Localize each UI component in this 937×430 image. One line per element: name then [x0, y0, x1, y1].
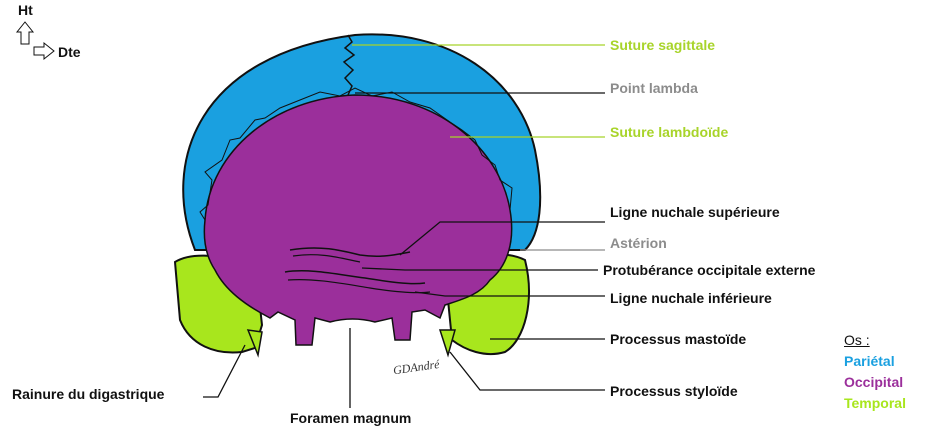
styloid-process-right [440, 330, 455, 355]
orientation-up-label: Ht [18, 2, 33, 18]
legend-item-parietal: Pariétal [844, 351, 906, 372]
up-arrow-icon [17, 22, 33, 44]
legend-item-occipital: Occipital [844, 372, 906, 393]
legend-title: Os : [844, 330, 906, 351]
label-processus-mastoide: Processus mastoïde [610, 331, 746, 347]
right-arrow-icon [34, 43, 54, 59]
label-suture-sagittale: Suture sagittale [610, 37, 715, 53]
label-ligne-nuchale-inferieure: Ligne nuchale inférieure [610, 290, 772, 306]
label-suture-lambdoide: Suture lambdoïde [610, 124, 728, 140]
label-asterion: Astérion [610, 235, 667, 251]
label-ligne-nuchale-superieure: Ligne nuchale supérieure [610, 204, 780, 220]
label-point-lambda: Point lambda [610, 80, 698, 96]
legend-item-temporal: Temporal [844, 393, 906, 414]
label-processus-styloide: Processus styloïde [610, 383, 738, 399]
legend: Os : Pariétal Occipital Temporal [844, 330, 906, 414]
label-protuberance: Protubérance occipitale externe [603, 262, 815, 278]
label-rainure-digastrique: Rainure du digastrique [12, 386, 164, 402]
orientation-right-label: Dte [58, 44, 81, 60]
label-foramen-magnum: Foramen magnum [290, 410, 411, 426]
leader-processus-styloide [450, 352, 605, 390]
signature: GDAndré [392, 357, 441, 377]
